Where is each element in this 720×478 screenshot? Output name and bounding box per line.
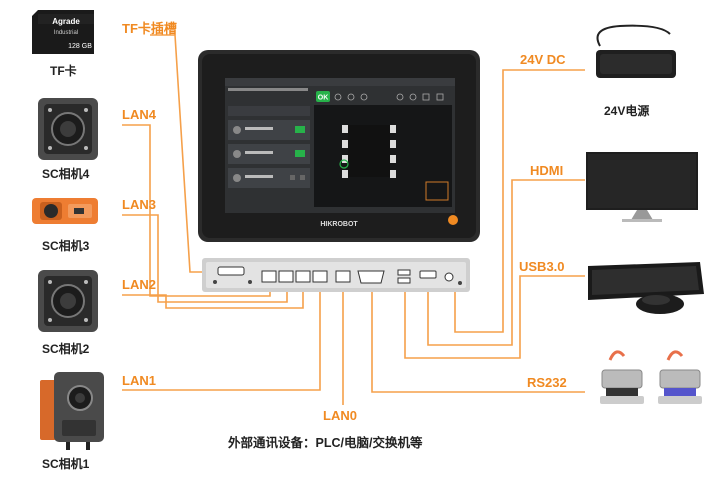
external-devices-caption: 外部通讯设备：PLC/电脑/交换机等: [228, 436, 423, 450]
sc-camera-2: [38, 270, 98, 332]
lan0-label: LAN0: [323, 408, 357, 423]
usb-label: USB3.0: [519, 259, 565, 274]
power-button: [448, 215, 458, 225]
keyboard-mouse-device: [588, 262, 704, 314]
rs232-connectors: [600, 350, 702, 404]
hikrobot-logo: HIKROBOT: [320, 221, 358, 228]
hdmi-line: [427, 179, 585, 346]
tf-card-device: Agrade Industrial 128 GB: [32, 10, 94, 54]
connection-lines: [122, 34, 585, 405]
sc-camera-1-label: SC相机1: [42, 457, 90, 471]
dc-line: [454, 69, 585, 333]
sc-camera-1: [40, 372, 104, 450]
lan4-label: LAN4: [122, 107, 156, 122]
tf-card-label: TF卡: [50, 64, 77, 78]
psu-label: 24V电源: [604, 104, 650, 118]
hdmi-label: HDMI: [530, 163, 564, 178]
panel-pc: OK HIKROBOT: [198, 50, 480, 242]
sc-camera-2-label: SC相机2: [42, 342, 90, 356]
sc-camera-4: [38, 98, 98, 160]
sd-capacity: 128 GB: [68, 43, 92, 50]
lan2-label: LAN2: [122, 277, 156, 292]
sc-camera-3: [32, 198, 98, 224]
lan2-line: [122, 283, 304, 309]
lan1-line: [122, 283, 321, 391]
lan3-label: LAN3: [122, 197, 156, 212]
sd-brand: Agrade: [52, 17, 80, 26]
rs232-label: RS232: [527, 375, 567, 390]
lan3-line: [122, 214, 288, 303]
rs232-line: [371, 283, 585, 393]
power-supply-device: [596, 24, 676, 78]
tf-slot-label: TF卡插槽: [122, 21, 177, 36]
sd-line1: Industrial: [54, 30, 78, 36]
sc-camera-4-label: SC相机4: [42, 167, 90, 181]
lan1-label: LAN1: [122, 373, 156, 388]
io-panel: [202, 258, 470, 292]
dc24-label: 24V DC: [520, 52, 566, 67]
screen-ok-badge: OK: [318, 95, 329, 102]
usb-line: [404, 275, 585, 359]
sc-camera-3-label: SC相机3: [42, 239, 90, 253]
monitor-device: [586, 152, 698, 222]
